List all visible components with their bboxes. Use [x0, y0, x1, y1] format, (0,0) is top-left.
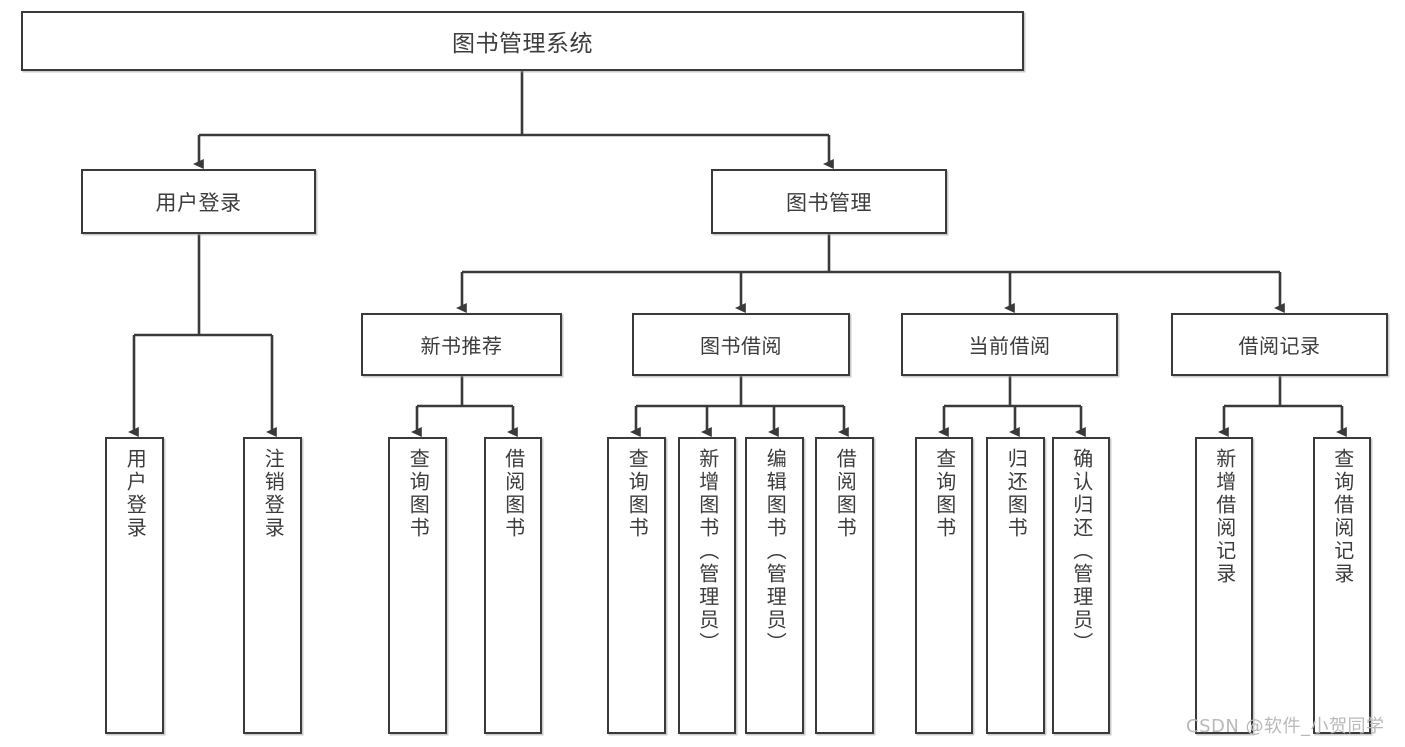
node-leaf-record-query-label: 查询借阅记录 [1330, 448, 1355, 586]
node-leaf-current-confirm-label: 确认归还（管理员） [1069, 448, 1094, 655]
node-new-book-recommend[interactable]: 新书推荐 [361, 313, 562, 376]
node-book-management-label: 图书管理 [786, 190, 872, 215]
node-root[interactable]: 图书管理系统 [21, 11, 1024, 71]
node-leaf-newbook-query[interactable]: 查询图书 [388, 437, 447, 734]
node-root-label: 图书管理系统 [452, 31, 593, 57]
node-book-borrow-label: 图书借阅 [700, 334, 782, 358]
node-user-login-label: 用户登录 [155, 190, 242, 215]
node-book-management[interactable]: 图书管理 [711, 169, 947, 234]
node-leaf-borrow-add-label: 新增图书（管理员） [695, 448, 720, 655]
node-book-borrow[interactable]: 图书借阅 [632, 313, 850, 376]
node-user-login[interactable]: 用户登录 [81, 169, 316, 234]
node-leaf-borrow-add[interactable]: 新增图书（管理员） [678, 437, 736, 734]
node-borrow-record[interactable]: 借阅记录 [1171, 313, 1388, 376]
node-leaf-current-return-label: 归还图书 [1004, 448, 1029, 540]
node-new-book-recommend-label: 新书推荐 [420, 334, 503, 358]
node-leaf-current-query-label: 查询图书 [932, 448, 957, 540]
csdn-watermark: CSDN @软件_小贺同学 [1186, 716, 1385, 737]
node-leaf-record-add[interactable]: 新增借阅记录 [1195, 437, 1253, 734]
node-leaf-current-confirm[interactable]: 确认归还（管理员） [1052, 437, 1110, 734]
node-leaf-record-add-label: 新增借阅记录 [1212, 448, 1237, 586]
node-leaf-newbook-borrow[interactable]: 借阅图书 [484, 437, 542, 734]
node-leaf-current-return[interactable]: 归还图书 [986, 437, 1045, 734]
node-leaf-borrow-lend[interactable]: 借阅图书 [815, 437, 874, 734]
node-leaf-borrow-query[interactable]: 查询图书 [607, 437, 666, 734]
node-current-borrow-label: 当前借阅 [968, 334, 1051, 358]
node-leaf-newbook-borrow-label: 借阅图书 [501, 448, 526, 540]
node-leaf-borrow-edit-label: 编辑图书（管理员） [763, 448, 788, 655]
node-leaf-user-login[interactable]: 用户登录 [105, 437, 164, 734]
node-leaf-user-logout[interactable]: 注销登录 [243, 437, 302, 734]
node-leaf-borrow-query-label: 查询图书 [625, 448, 650, 540]
node-leaf-borrow-lend-label: 借阅图书 [833, 448, 858, 540]
node-leaf-current-query[interactable]: 查询图书 [915, 437, 973, 734]
node-leaf-newbook-query-label: 查询图书 [406, 448, 431, 540]
node-current-borrow[interactable]: 当前借阅 [901, 313, 1118, 376]
node-leaf-record-query[interactable]: 查询借阅记录 [1313, 437, 1371, 734]
node-borrow-record-label: 借阅记录 [1238, 334, 1321, 358]
node-leaf-user-logout-label: 注销登录 [261, 448, 286, 540]
node-leaf-borrow-edit[interactable]: 编辑图书（管理员） [745, 437, 804, 734]
node-leaf-user-login-label: 用户登录 [123, 448, 148, 540]
